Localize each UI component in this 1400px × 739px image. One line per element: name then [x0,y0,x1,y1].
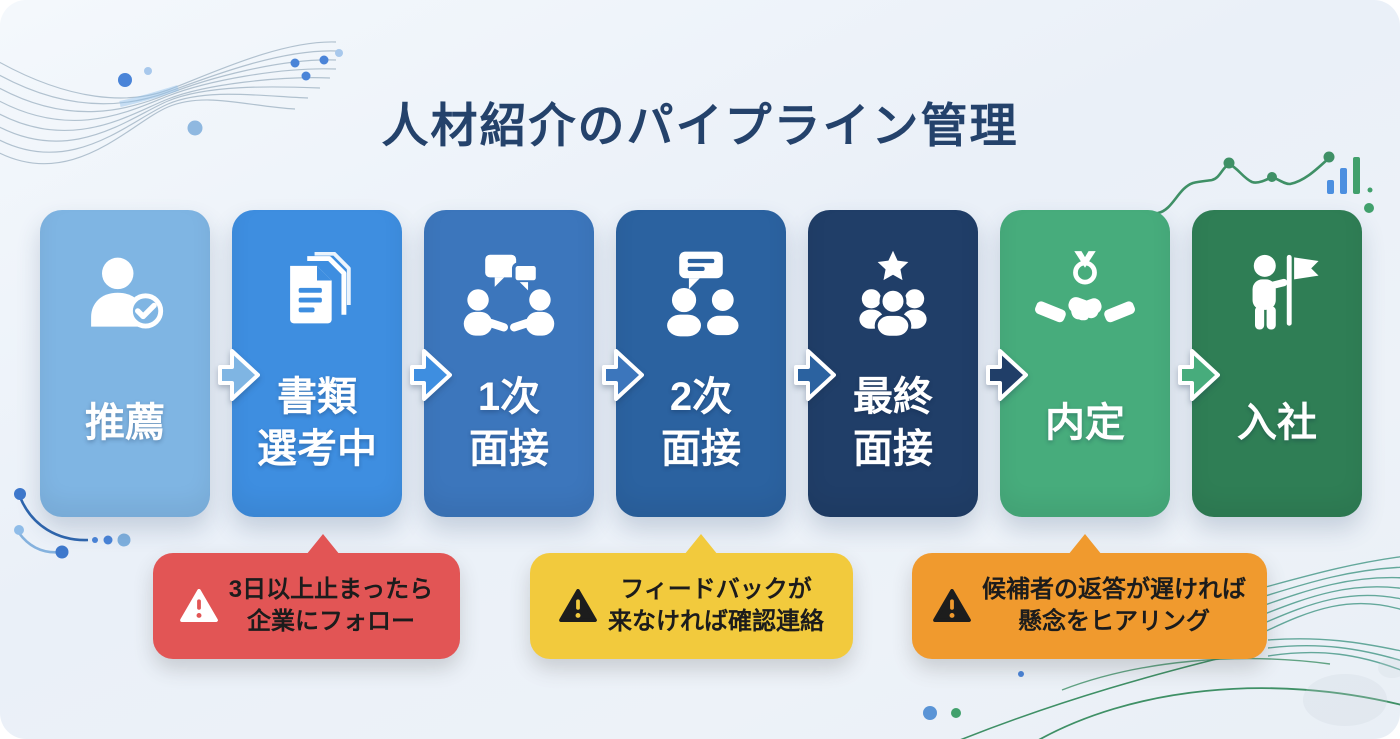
page-title: 人材紹介のパイプライン管理 [381,99,1019,153]
callout-screening-warning: 3日以上止まったら 企業にフォロー [153,534,460,659]
stage-joining: 入社 [1192,210,1362,517]
final-interview-icon [808,238,978,350]
callout-tail [1068,534,1102,555]
stage-label: 書類 選考中 [257,375,377,471]
first-interview-icon [424,238,594,350]
callout-offer-warning: 候補者の返答が遅ければ 懸念をヒアリング [912,534,1267,659]
scatter-dots-bottom [923,671,1024,720]
stage-job-offer: 内定 [1000,210,1170,517]
stage-label: 最終 面接 [853,375,933,471]
bar-chart-top-right [1327,157,1374,213]
callout-feedback-warning: フィードバックが 来なければ確認連絡 [530,534,853,659]
stage-label: 入社 [1237,400,1317,445]
stage-label: 推薦 [85,400,165,445]
warning-icon [559,589,597,623]
stage-label: 内定 [1045,400,1125,445]
documents-icon [232,238,402,350]
stage-document-screening: 書類 選考中 [232,210,402,517]
stage-second-interview: 2次 面接 [616,210,786,517]
person-check-icon [40,238,210,350]
warning-icon [933,589,971,623]
second-interview-icon [616,238,786,350]
flow-arrow-3 [602,349,644,401]
stage-final-interview: 最終 面接 [808,210,978,517]
stage-first-interview: 1次 面接 [424,210,594,517]
stage-label: 1次 面接 [469,375,549,471]
callout-tail [306,534,340,555]
callout-tail [684,534,718,555]
flow-arrow-5 [986,349,1028,401]
watermark-bottom-right [1303,658,1400,726]
warning-icon [179,589,218,623]
callout-text: 3日以上止まったら 企業にフォロー [228,576,434,635]
flow-arrow-1 [218,349,260,401]
stage-recommendation: 推薦 [40,210,210,517]
joining-flag-icon [1192,238,1362,350]
flow-arrow-4 [794,349,836,401]
stage-label: 2次 面接 [661,375,741,471]
callout-text: フィードバックが 来なければ確認連絡 [608,576,824,635]
wave-lines-bottom-right [1261,556,1400,671]
offer-handshake-icon [1000,238,1170,350]
callout-text: 候補者の返答が遅ければ 懸念をヒアリング [982,576,1246,635]
flow-arrow-6 [1178,349,1220,401]
arc-lines-bottom-right [960,647,1400,739]
flow-arrow-2 [410,349,452,401]
